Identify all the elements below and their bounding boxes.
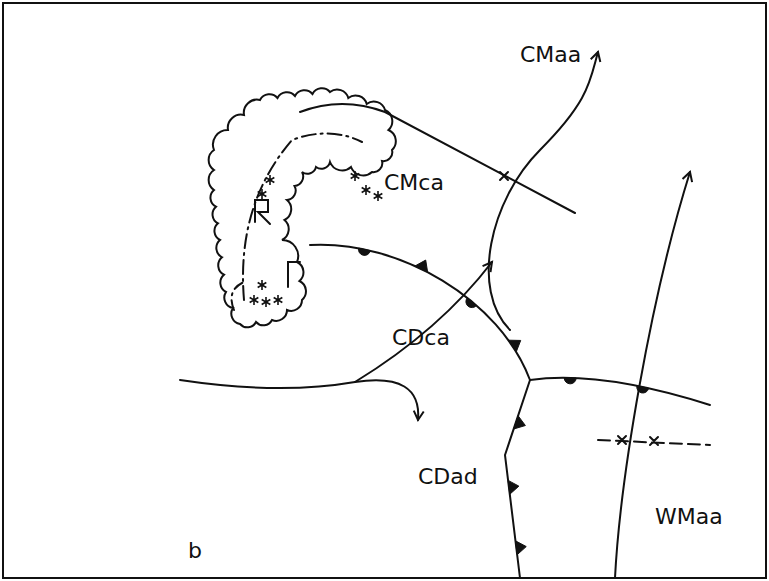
symbol: [288, 262, 300, 287]
cold-front: [505, 380, 530, 578]
snow-star: [258, 189, 267, 199]
snow-star: [351, 171, 360, 181]
warm-front-semicircle: [358, 248, 370, 255]
snow-star: [250, 295, 259, 305]
warm-front-semicircle: [564, 378, 576, 384]
x-mark: [500, 172, 508, 180]
airflow-arrow: [489, 52, 598, 330]
cold-front-triangle: [514, 416, 526, 429]
snow-star: [274, 295, 283, 305]
air-mass-label: WMaa: [655, 506, 723, 528]
map-lines: [180, 52, 710, 578]
cold-front-triangle: [508, 340, 520, 352]
airflow-arrow: [355, 262, 492, 382]
comma-cloud: [209, 88, 396, 327]
snow-star: [362, 185, 371, 195]
warm-front: [530, 378, 710, 405]
snow-star: [374, 191, 383, 201]
cold-front-triangle: [415, 260, 428, 272]
air-mass-label: CMaa: [520, 44, 581, 66]
cloud-outline: [209, 88, 396, 327]
x-mark: [618, 436, 658, 445]
front-symbols: [358, 248, 648, 555]
airflow-arrow: [355, 380, 418, 420]
snow-star: [262, 297, 271, 307]
panel-letter: b: [188, 540, 202, 562]
air-mass-label: CDca: [392, 327, 450, 349]
warm-front-semicircle: [466, 298, 477, 308]
cold-front-triangle: [508, 480, 519, 494]
snow-star: [258, 280, 267, 290]
snow-stars: [250, 171, 383, 307]
air-mass-label: CDad: [418, 466, 478, 488]
airflow-line: [180, 380, 355, 388]
dash-dot-line: [232, 282, 244, 310]
symbol: [255, 200, 270, 224]
dash-dot-line: [243, 133, 362, 300]
warm-front-semicircle: [637, 386, 649, 393]
occluded-front: [300, 104, 575, 213]
frame: [3, 3, 766, 578]
snow-star: [266, 175, 275, 185]
cold-front-triangle: [515, 541, 526, 555]
air-mass-label: CMca: [384, 172, 444, 194]
